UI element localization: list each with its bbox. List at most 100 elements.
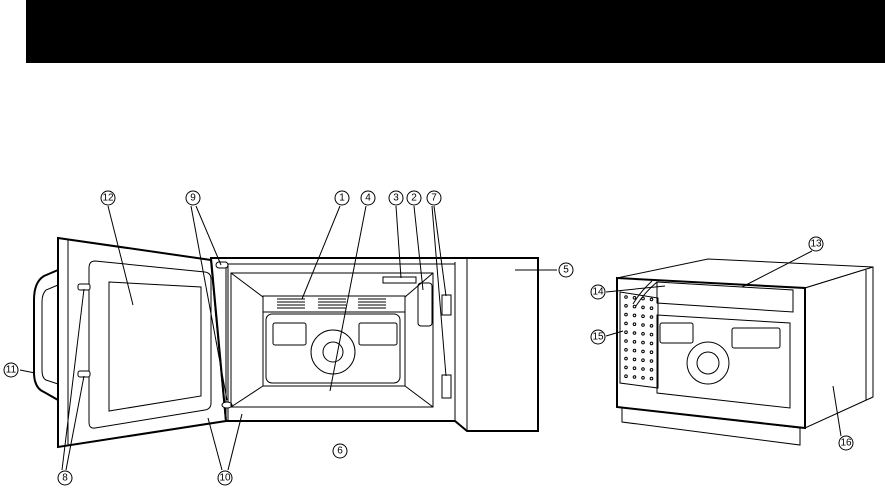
vents <box>277 298 386 309</box>
vent-hole <box>649 341 654 346</box>
oven-closed-view <box>605 250 874 446</box>
vent-hole <box>649 332 654 337</box>
svg-text:9: 9 <box>190 193 196 204</box>
vent-hole <box>632 340 637 344</box>
vent-hole <box>632 322 637 327</box>
vent-hole <box>624 321 628 326</box>
svg-text:15: 15 <box>592 332 604 343</box>
callout-14: 14 <box>590 284 606 300</box>
svg-text:3: 3 <box>393 193 399 204</box>
vent-hole <box>624 295 628 299</box>
callout-9: 9 <box>185 190 201 206</box>
header-bar <box>26 0 885 63</box>
svg-text:6: 6 <box>337 446 343 457</box>
vent-hole <box>624 330 628 335</box>
callout-11: 11 <box>3 362 19 378</box>
callout-7: 7 <box>426 190 442 206</box>
callout-16: 16 <box>838 435 854 451</box>
vent-hole <box>624 374 628 379</box>
vent-panel <box>619 291 659 389</box>
callout-10: 10 <box>217 470 233 486</box>
interlock-top <box>441 294 452 316</box>
vent-hole <box>632 375 637 379</box>
vent-hole <box>632 296 637 300</box>
vent-hole <box>632 313 637 318</box>
waveguide-cover <box>417 282 433 327</box>
svg-text:5: 5 <box>563 265 569 276</box>
leader-lines-left <box>19 205 557 471</box>
leader-lines-right <box>605 250 842 437</box>
vent-hole <box>624 356 628 361</box>
vent-hole <box>641 349 645 354</box>
door-window-frame <box>88 260 212 429</box>
svg-text:13: 13 <box>810 239 822 250</box>
vent-hole <box>641 358 645 363</box>
vent-hole <box>632 348 637 353</box>
vent-hole <box>649 297 654 302</box>
svg-text:2: 2 <box>411 193 417 204</box>
control-panel-top <box>656 281 794 313</box>
vent-hole <box>624 348 628 352</box>
vent-hole <box>624 365 628 370</box>
callout-6: 6 <box>332 443 348 459</box>
callout-15: 15 <box>590 329 606 345</box>
vent-hole <box>641 314 645 319</box>
callout-8: 8 <box>57 470 73 486</box>
front-vent-left <box>659 322 694 344</box>
front-vent-right <box>731 327 781 349</box>
vent-hole <box>641 340 645 345</box>
interlock-bottom <box>441 374 452 399</box>
door-glass <box>108 281 202 412</box>
oven-open-view <box>19 205 557 471</box>
vent-hole <box>624 312 628 317</box>
power-cord <box>632 280 658 307</box>
hinge-bottom <box>221 401 233 409</box>
vent-hole <box>624 304 628 308</box>
callout-5: 5 <box>558 262 574 278</box>
vent-hole <box>649 306 654 311</box>
vent-hole <box>624 339 628 343</box>
callout-3: 3 <box>388 190 404 206</box>
back-vent-left <box>272 322 307 346</box>
vent-hole <box>632 357 637 362</box>
vent-hole <box>649 350 654 355</box>
back-vent-right <box>358 322 398 346</box>
front-fan-cover <box>686 341 730 385</box>
vent-hole <box>641 332 645 336</box>
svg-text:1: 1 <box>339 193 345 204</box>
hinge-top <box>215 261 229 269</box>
vent-hole <box>641 367 645 371</box>
vent-hole <box>649 359 654 363</box>
svg-text:4: 4 <box>365 193 371 204</box>
vent-hole <box>649 376 654 381</box>
heater-cover <box>262 295 406 313</box>
oven-side <box>804 266 874 429</box>
svg-text:10: 10 <box>219 473 231 484</box>
callout-1: 1 <box>334 190 350 206</box>
svg-text:7: 7 <box>431 193 437 204</box>
callout-4: 4 <box>360 190 376 206</box>
svg-text:12: 12 <box>102 193 114 204</box>
oven-cavity <box>230 272 434 408</box>
svg-text:8: 8 <box>62 473 68 484</box>
vent-hole <box>632 331 637 335</box>
vent-hole <box>632 366 637 371</box>
vent-hole <box>649 324 654 328</box>
vent-hole <box>641 323 645 327</box>
svg-text:11: 11 <box>6 365 17 376</box>
callout-2: 2 <box>406 190 422 206</box>
vent-hole <box>641 305 645 310</box>
callout-13: 13 <box>808 236 824 252</box>
front-panel <box>656 314 791 409</box>
svg-text:14: 14 <box>592 287 604 298</box>
vent-hole <box>649 368 654 372</box>
vent-hole <box>632 304 637 309</box>
svg-text:16: 16 <box>840 438 852 449</box>
back-panel <box>265 313 401 384</box>
vent-hole <box>641 376 645 380</box>
vent-holes <box>624 295 654 381</box>
vent-hole <box>649 315 654 319</box>
callout-12: 12 <box>100 190 116 206</box>
door-handle <box>33 269 59 401</box>
